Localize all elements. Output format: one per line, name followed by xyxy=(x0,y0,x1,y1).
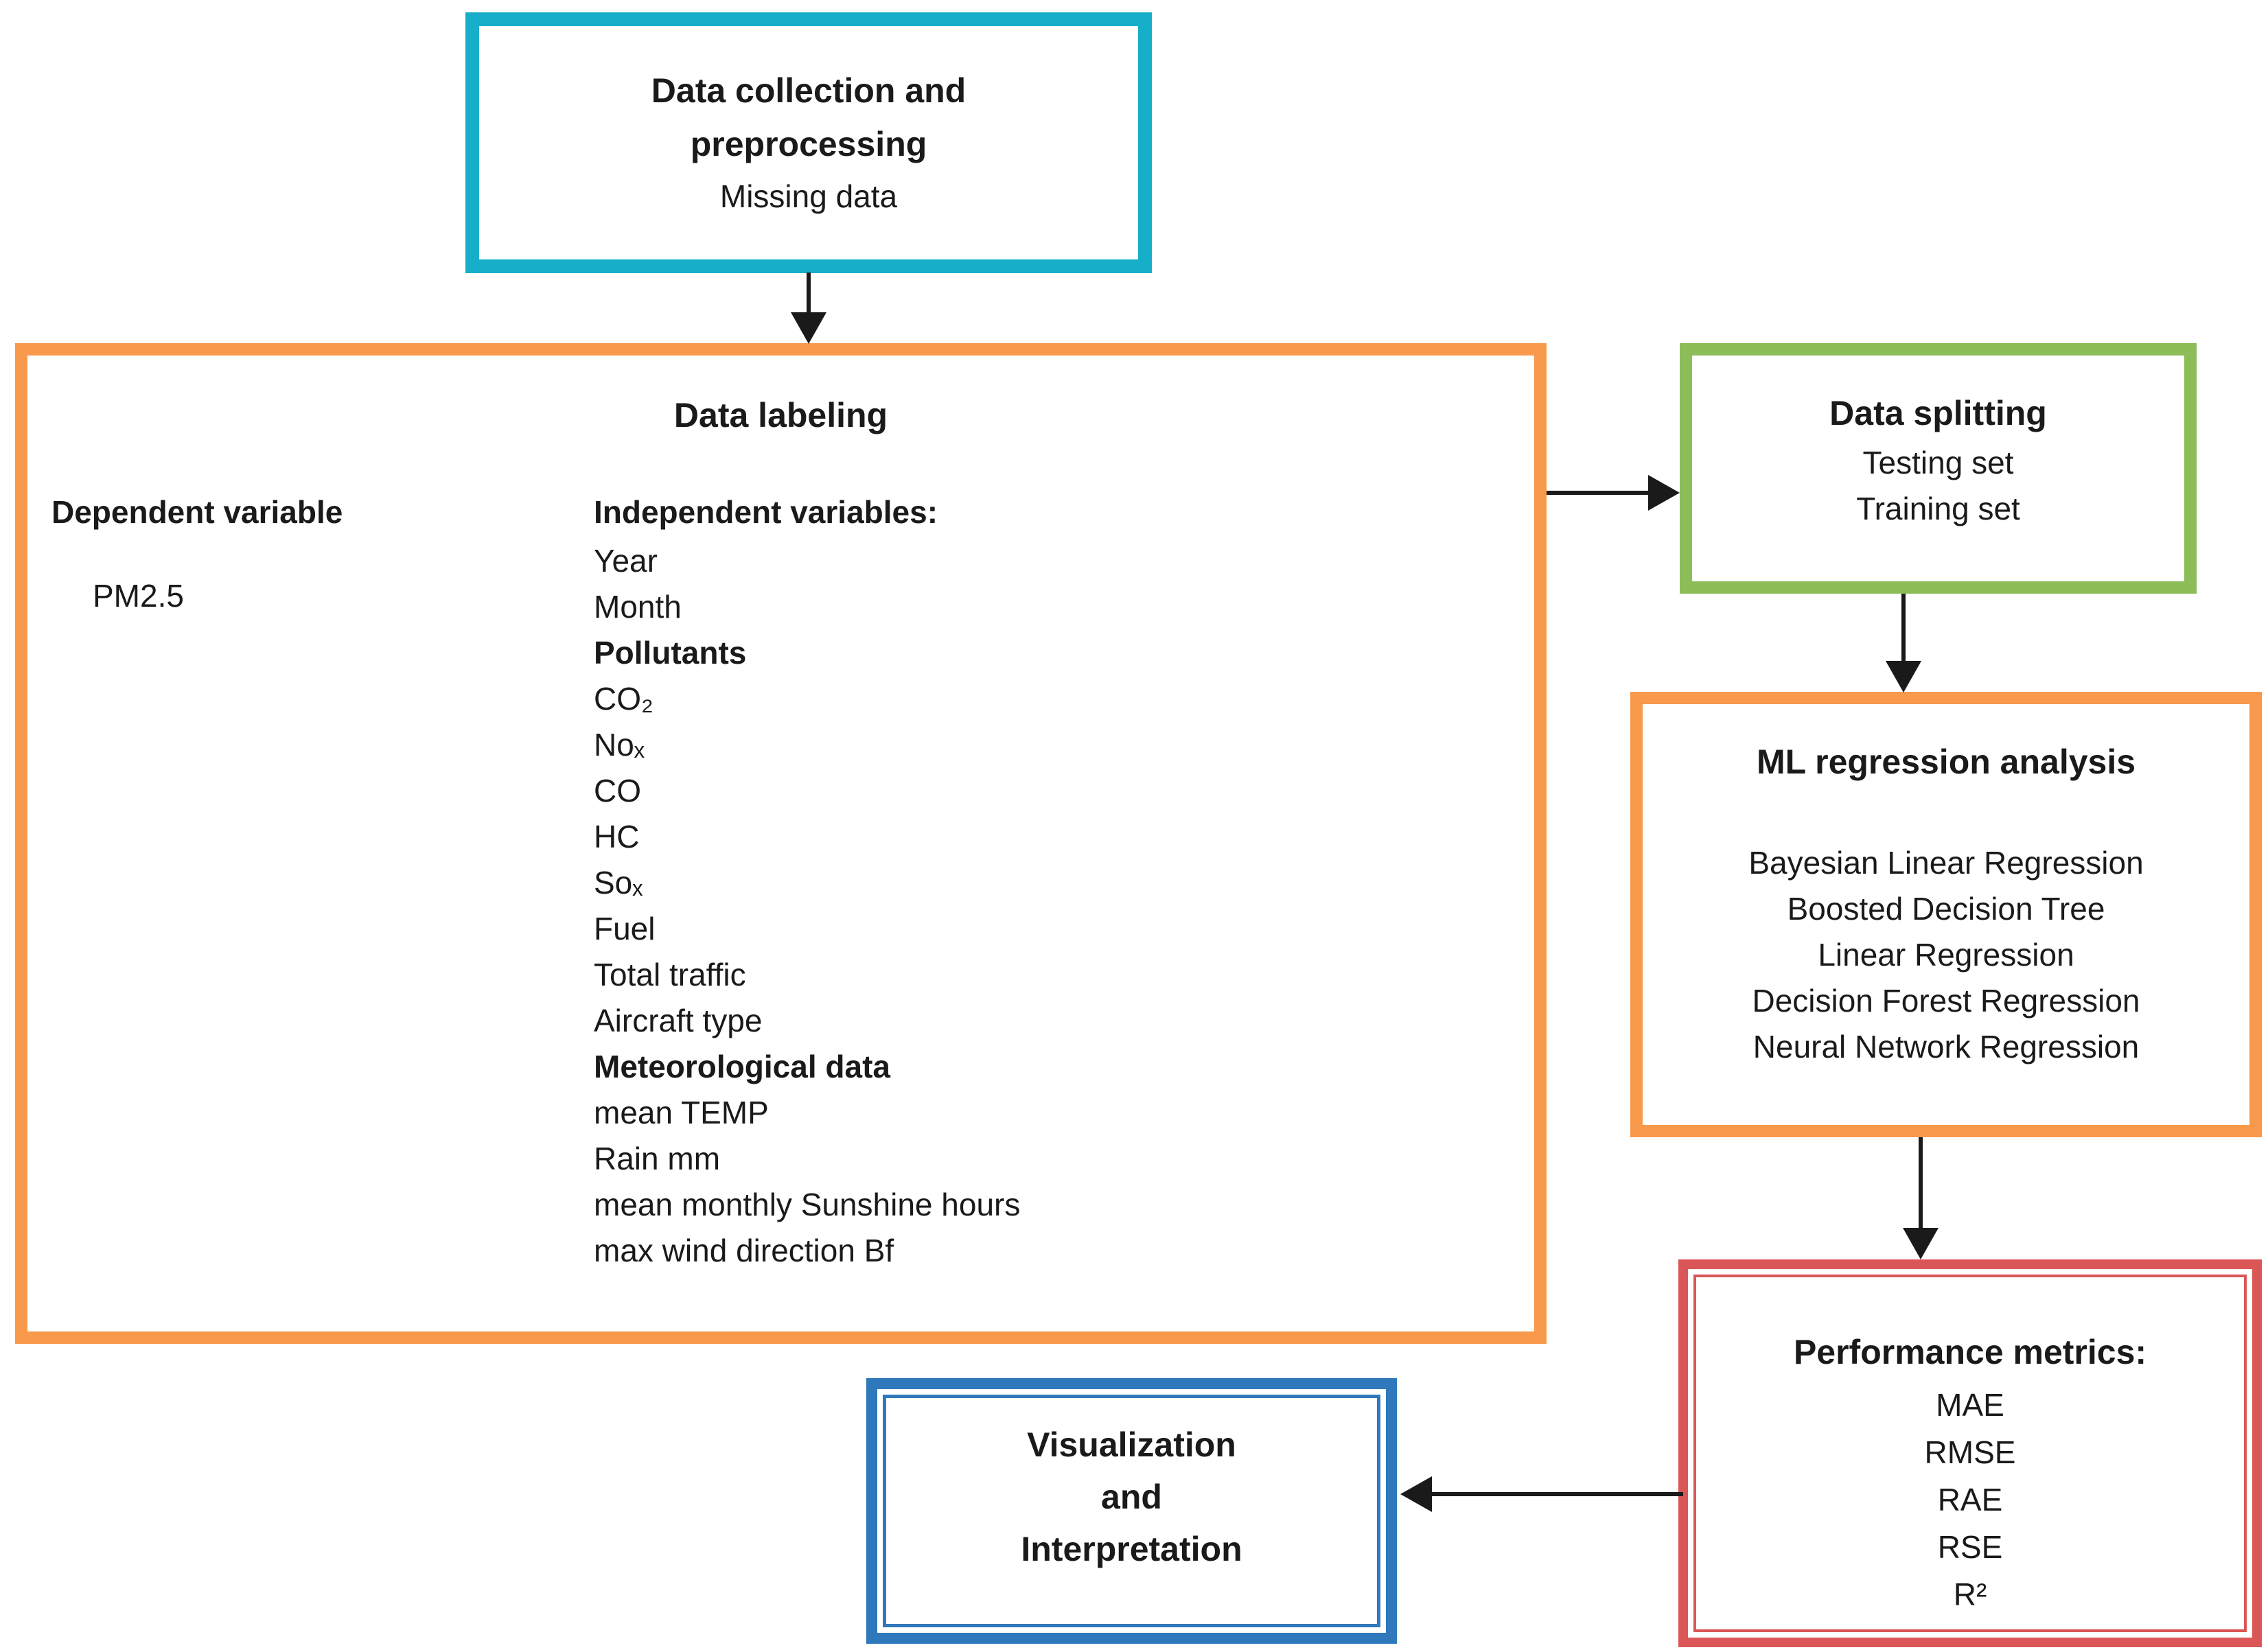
arrow-line xyxy=(1901,594,1906,662)
independent-item-sunshine-hours: mean monthly Sunshine hours xyxy=(594,1187,1021,1222)
ml-item-neural-network-regression: Neural Network Regression xyxy=(1752,1029,2140,1065)
independent-item-hc: HC xyxy=(594,819,640,854)
data-collection-box: Data collection and preprocessing Missin… xyxy=(465,12,1152,273)
arrow-head-down-icon xyxy=(791,312,826,344)
arrow-line xyxy=(1547,491,1650,495)
metrics-item-rse: RSE xyxy=(1937,1529,2003,1565)
arrow-head-down-icon xyxy=(1886,661,1921,693)
arrow-line xyxy=(1431,1492,1683,1496)
arrow-line xyxy=(1919,1137,1923,1229)
splitting-item-testing-set: Testing set xyxy=(1862,445,2014,480)
metrics-title: Performance metrics: xyxy=(1793,1333,2147,1371)
independent-item-rain-mm: Rain mm xyxy=(594,1141,721,1176)
metrics-item-rae: RAE xyxy=(1937,1482,2003,1517)
independent-item-co: CO xyxy=(594,773,641,808)
independent-item-nox: Noₓ xyxy=(594,727,645,763)
metrics-item-rmse: RMSE xyxy=(1924,1434,2016,1470)
arrow-head-right-icon xyxy=(1648,475,1680,511)
independent-item-total-traffic: Total traffic xyxy=(594,957,746,992)
independent-variables-header: Independent variables: xyxy=(594,494,938,530)
visualization-line1: Visualization xyxy=(1027,1426,1236,1464)
splitting-item-training-set: Training set xyxy=(1856,491,2020,526)
visualization-box: Visualization and Interpretation xyxy=(866,1378,1397,1644)
independent-item-mean-temp: mean TEMP xyxy=(594,1095,769,1130)
ml-item-bayesian-linear-regression: Bayesian Linear Regression xyxy=(1748,845,2144,881)
independent-item-co2: CO₂ xyxy=(594,681,653,717)
ml-regression-analysis-box: ML regression analysis Bayesian Linear R… xyxy=(1630,692,2262,1137)
collection-title-line1: Data collection and xyxy=(651,71,967,110)
visualization-inner-frame: Visualization and Interpretation xyxy=(883,1395,1380,1627)
ml-item-boosted-decision-tree: Boosted Decision Tree xyxy=(1787,891,2105,927)
independent-item-max-wind-direction: max wind direction Bf xyxy=(594,1233,894,1268)
collection-title-line2: preprocessing xyxy=(690,125,927,163)
dependent-variable-header: Dependent variable xyxy=(51,494,343,530)
metrics-item-r-squared: R² xyxy=(1953,1577,1987,1612)
arrow-head-left-icon xyxy=(1400,1476,1432,1512)
independent-group-pollutants: Pollutants xyxy=(594,635,747,671)
independent-item-year: Year xyxy=(594,543,658,579)
splitting-title: Data splitting xyxy=(1829,394,2047,432)
performance-metrics-inner-frame: Performance metrics: MAE RMSE RAE RSE R² xyxy=(1693,1275,2247,1632)
dependent-variable-value: PM2.5 xyxy=(93,578,184,614)
independent-group-meteorological-data: Meteorological data xyxy=(594,1049,890,1084)
arrow-line xyxy=(807,272,811,314)
collection-subtitle: Missing data xyxy=(719,178,898,214)
data-splitting-box: Data splitting Testing set Training set xyxy=(1680,343,2197,594)
data-labeling-box: Data labeling Dependent variable PM2.5 I… xyxy=(15,343,1547,1344)
arrow-head-down-icon xyxy=(1903,1228,1939,1259)
independent-variables-column: Independent variables: Year Month Pollut… xyxy=(594,493,1020,1274)
independent-item-fuel: Fuel xyxy=(594,911,656,946)
ml-title: ML regression analysis xyxy=(1756,743,2136,781)
ml-item-linear-regression: Linear Regression xyxy=(1818,937,2074,973)
labeling-title: Data labeling xyxy=(673,396,888,434)
independent-item-month: Month xyxy=(594,589,682,625)
visualization-line3: Interpretation xyxy=(1021,1530,1242,1568)
independent-item-sox: Soₓ xyxy=(594,865,643,900)
ml-item-decision-forest-regression: Decision Forest Regression xyxy=(1752,983,2140,1019)
metrics-item-mae: MAE xyxy=(1936,1387,2004,1423)
visualization-line2: and xyxy=(1101,1478,1162,1516)
performance-metrics-box: Performance metrics: MAE RMSE RAE RSE R² xyxy=(1678,1259,2262,1647)
independent-item-aircraft-type: Aircraft type xyxy=(594,1003,763,1038)
